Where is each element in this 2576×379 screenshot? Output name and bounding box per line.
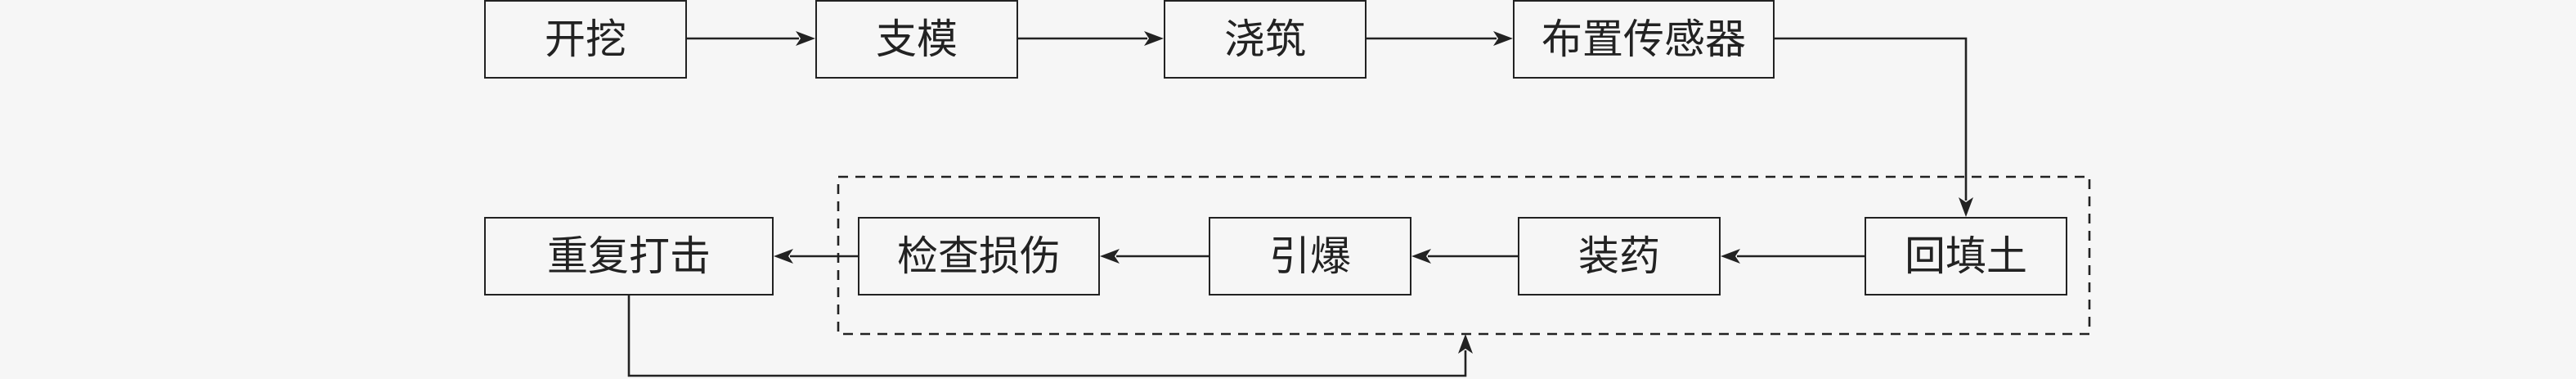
arrowhead-zhimo	[796, 31, 815, 46]
step-pour-box: 浇筑	[1164, 0, 1367, 79]
step-detonate-box: 引爆	[1209, 217, 1411, 296]
arrowhead-zhuangyao	[1721, 249, 1740, 264]
step-place-sensors-box: 布置传感器	[1513, 0, 1775, 79]
step-inspect-damage-label: 检查损伤	[897, 232, 1061, 280]
step-excavate-box: 开挖	[484, 0, 687, 79]
step-detonate-label: 引爆	[1269, 232, 1351, 280]
arrowhead-yinbao	[1411, 249, 1431, 264]
arrowhead-chongfu	[774, 249, 793, 264]
step-pour-label: 浇筑	[1224, 16, 1306, 63]
step-repeat-strike-box: 重复打击	[484, 217, 774, 296]
arrowhead-loop-back	[1458, 334, 1473, 354]
arrowhead-jiancha	[1100, 249, 1120, 264]
arrowhead-huitian	[1959, 197, 1973, 217]
step-inspect-damage-box: 检查损伤	[858, 217, 1100, 296]
arrowhead-jiaozhu	[1144, 31, 1164, 46]
step-formwork-label: 支模	[876, 16, 958, 63]
step-backfill-box: 回填土	[1865, 217, 2067, 296]
arrowhead-buzhi	[1493, 31, 1513, 46]
step-formwork-box: 支模	[815, 0, 1018, 79]
arrow-chongfu-loop-back	[627, 296, 1467, 377]
step-excavate-label: 开挖	[545, 16, 626, 63]
step-place-sensors-label: 布置传感器	[1542, 16, 1746, 63]
step-backfill-label: 回填土	[1905, 232, 2027, 280]
step-repeat-strike-label: 重复打击	[547, 232, 711, 280]
arrow-buzhi-to-huitian	[1775, 37, 1968, 201]
step-charge-label: 装药	[1578, 232, 1660, 280]
step-charge-box: 装药	[1518, 217, 1721, 296]
